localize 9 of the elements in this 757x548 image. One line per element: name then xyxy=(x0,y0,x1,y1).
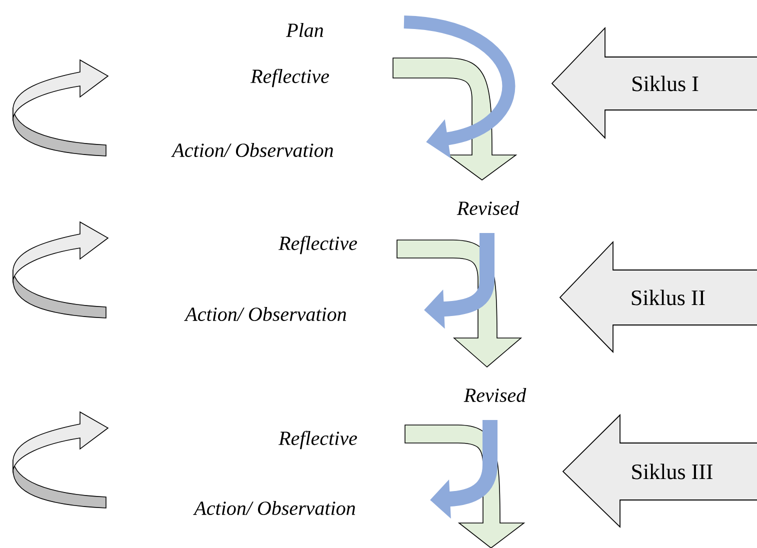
step-label: Action/ Observation xyxy=(193,500,356,516)
step-label: Reflective xyxy=(250,68,329,88)
step-label: Revised xyxy=(456,200,520,216)
step-label: Action/ Observation xyxy=(184,306,346,322)
step-label: Plan xyxy=(286,22,324,38)
step-label: Revised xyxy=(464,388,526,402)
step-label: Action/ Observation xyxy=(171,142,334,158)
step-label: Reflective xyxy=(278,430,357,450)
step-label: Reflective xyxy=(278,236,357,254)
